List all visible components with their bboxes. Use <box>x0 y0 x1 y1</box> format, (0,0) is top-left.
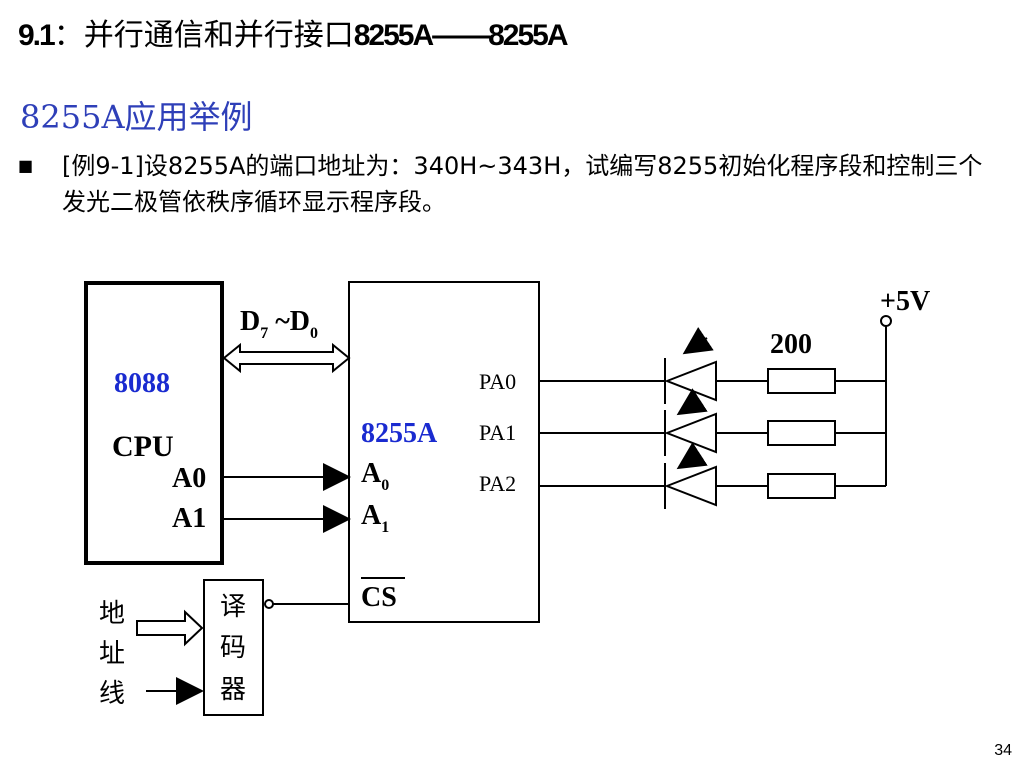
cpu-label: CPU <box>112 430 174 463</box>
section-heading: 8255A应用举例 <box>20 98 253 136</box>
led-2-diode-icon <box>664 465 717 507</box>
slide-title: 9.1：并行通信和并行接口8255A——8255A <box>18 14 569 58</box>
cpu-a0-label: A0 <box>172 463 206 494</box>
addr-char-2: 址 <box>99 639 125 669</box>
addr-char-3: 线 <box>99 679 125 709</box>
light-emission-icon <box>676 442 708 470</box>
decoder-char-2: 码 <box>220 633 246 663</box>
bus-label: D7 ~D0 <box>240 306 318 342</box>
decoder-char-1: 译 <box>220 592 246 622</box>
led-branch-pa1 <box>539 388 886 456</box>
cpu-a1-label: A1 <box>172 503 206 534</box>
resistor-label: 200 <box>770 329 812 360</box>
pa2-label: PA2 <box>479 471 516 496</box>
addr-char-1: 地 <box>99 599 125 629</box>
square-bullet-icon: ■ <box>18 156 34 175</box>
data-bus-arrow <box>222 342 351 374</box>
cpu-box <box>84 281 224 565</box>
title-number: 9.1 <box>18 19 56 52</box>
title-text: 并行通信和并行接口 <box>83 18 354 53</box>
resistor-2 <box>767 473 836 499</box>
chip-a1-label: A1 <box>361 500 389 536</box>
led-branch-pa0 <box>539 327 886 404</box>
resistor-1 <box>767 420 836 446</box>
title-chip: 8255A——8255A <box>353 19 569 52</box>
decoder-output-bubble <box>264 599 274 609</box>
pa0-label: PA0 <box>479 369 516 394</box>
page-number: 34 <box>994 742 1012 759</box>
address-hollow-arrow <box>136 609 204 647</box>
decoder-box <box>203 579 264 716</box>
chip-8255a-box <box>348 281 540 623</box>
light-emission-icon <box>682 327 714 355</box>
chip-a0-label: A0 <box>361 458 389 494</box>
supply-terminal <box>880 315 892 327</box>
chip-cs-label: CS <box>361 582 397 613</box>
decoder-char-3: 器 <box>220 675 246 705</box>
led-0-diode-icon <box>664 360 717 402</box>
led-branch-pa2 <box>539 442 886 509</box>
title-separator: ： <box>53 18 84 53</box>
pa1-label: PA1 <box>479 420 516 445</box>
cpu-model-label: 8088 <box>114 368 170 399</box>
led-1-diode-icon <box>664 412 717 454</box>
supply-label: +5V <box>880 286 930 317</box>
resistor-0 <box>767 368 836 394</box>
light-emission-icon <box>676 388 708 416</box>
chip-8255a-label: 8255A <box>361 418 438 449</box>
bullet-text: [例9-1]设8255A的端口地址为：340H~343H，试编写8255初始化程… <box>62 152 983 216</box>
